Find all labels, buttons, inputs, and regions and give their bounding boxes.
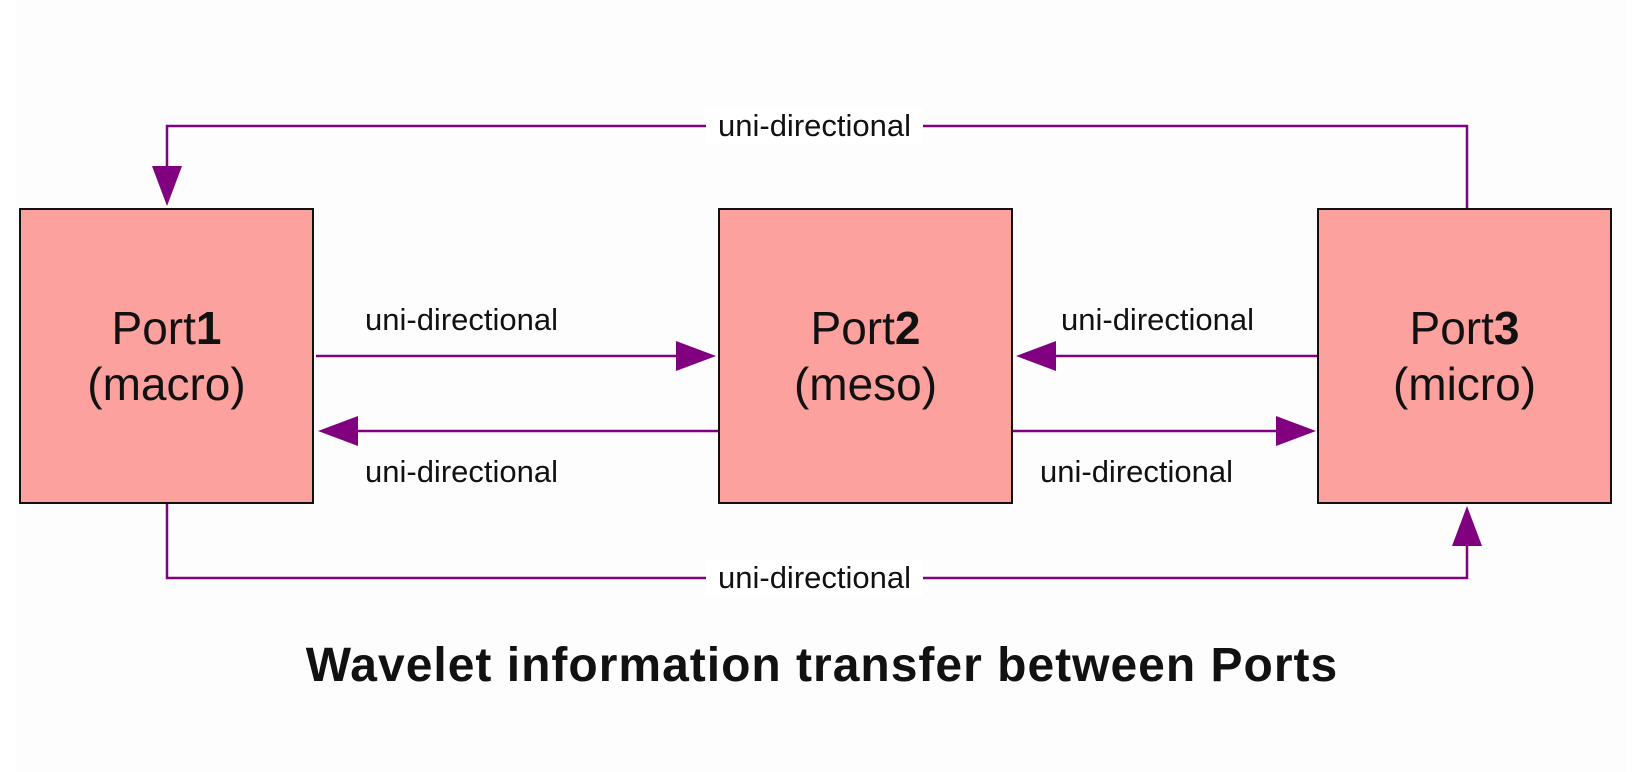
port-2-box: Port2 (meso) (718, 208, 1013, 504)
port-3-level: (micro) (1392, 358, 1537, 410)
port-1-name: Port1 (111, 302, 222, 354)
edge-label-port1-to-port3: uni-directional (706, 560, 923, 596)
edge-label-port3-to-port2: uni-directional (1061, 302, 1254, 337)
diagram-title: Wavelet information transfer between Por… (305, 639, 1339, 692)
port-3-name: Port3 (1409, 302, 1520, 354)
edge-label-port2-to-port1: uni-directional (365, 454, 558, 489)
edge-port2-to-port1 (318, 416, 718, 446)
port-2-name: Port2 (810, 302, 921, 354)
edge-port2-to-port3 (1013, 416, 1316, 446)
port-1-level: (macro) (87, 358, 246, 410)
port-1-box: Port1 (macro) (19, 208, 314, 504)
port-3-box: Port3 (micro) (1317, 208, 1612, 504)
edge-label-port1-to-port2: uni-directional (365, 302, 558, 337)
edge-port1-to-port2 (316, 341, 716, 371)
edge-label-port3-to-port1: uni-directional (706, 108, 923, 144)
port-2-level: (meso) (793, 358, 938, 410)
edge-port3-to-port2 (1016, 341, 1317, 371)
edge-label-port2-to-port3: uni-directional (1040, 454, 1233, 489)
